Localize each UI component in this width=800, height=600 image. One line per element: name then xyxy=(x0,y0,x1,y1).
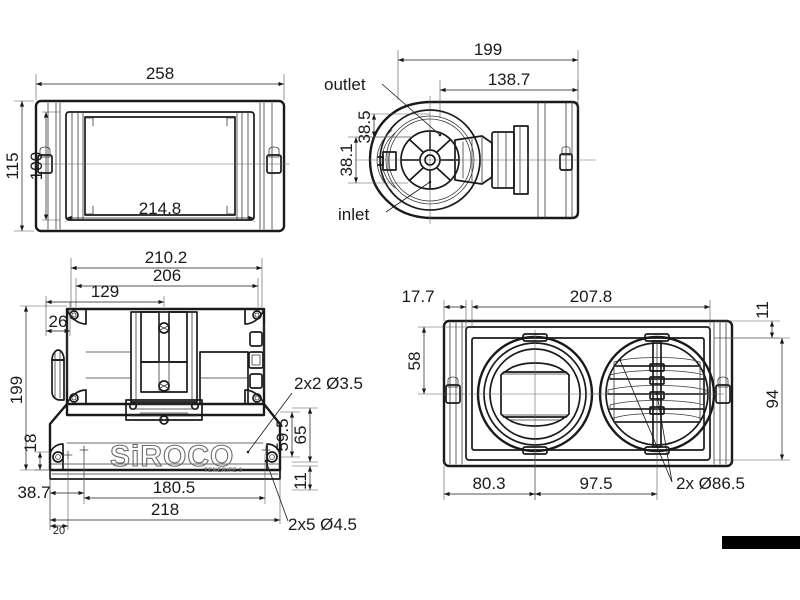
dim-206: 206 xyxy=(153,266,181,285)
dim-258: 258 xyxy=(146,64,174,83)
dim-210-2: 210.2 xyxy=(145,248,188,267)
view-top-left: 258 115 100 214.8 xyxy=(3,64,290,233)
dim-26: 26 xyxy=(49,312,68,331)
dim-100: 100 xyxy=(27,152,46,180)
black-marker-bar xyxy=(722,536,800,549)
dim-38-7: 38.7 xyxy=(17,483,50,502)
view-top-right: 199 138.7 38.5 38.1 outlet inlet xyxy=(324,40,596,224)
dim-38-1: 38.1 xyxy=(337,143,356,176)
dim-59-5: 59.5 xyxy=(273,418,292,451)
view-bottom-right: 17.7 207.8 11 58 94 80.3 97.5 2x Ø86.5 xyxy=(401,287,790,500)
dim-65: 65 xyxy=(291,426,310,445)
brand-logo: SiROCO xyxy=(110,440,234,473)
dim-11-right: 11 xyxy=(753,301,772,319)
view-bottom-left: SiROCO TENERIFE 3 210.2 206 129 26 199 1… xyxy=(7,248,363,537)
dim-199-left: 199 xyxy=(7,376,26,404)
label-inlet: inlet xyxy=(338,205,369,224)
dim-115: 115 xyxy=(3,152,22,179)
dim-207-8: 207.8 xyxy=(570,287,613,306)
dim-97-5: 97.5 xyxy=(579,474,612,493)
dim-138-7: 138.7 xyxy=(488,70,531,89)
dim-20: 20 xyxy=(53,525,65,537)
brand-logo-subtext: TENERIFE 3 xyxy=(204,468,243,474)
dim-38-5: 38.5 xyxy=(355,110,374,143)
dim-218: 218 xyxy=(151,500,179,519)
dim-180-5: 180.5 xyxy=(153,478,196,497)
dim-17-7: 17.7 xyxy=(401,287,434,306)
dim-129: 129 xyxy=(91,282,119,301)
dim-199-top: 199 xyxy=(474,40,502,59)
dim-18: 18 xyxy=(21,434,40,453)
dim-58: 58 xyxy=(405,352,424,371)
dim-80-3: 80.3 xyxy=(472,474,505,493)
callout-2x2-dia3-5: 2x2 Ø3.5 xyxy=(294,374,363,393)
dim-94: 94 xyxy=(763,390,782,409)
dim-11-left: 11 xyxy=(291,472,310,490)
callout-2x5-dia4-5: 2x5 Ø4.5 xyxy=(288,515,357,534)
label-outlet: outlet xyxy=(324,75,366,94)
callout-2x-dia86-5: 2x Ø86.5 xyxy=(676,474,745,493)
dim-214-8: 214.8 xyxy=(139,199,182,218)
